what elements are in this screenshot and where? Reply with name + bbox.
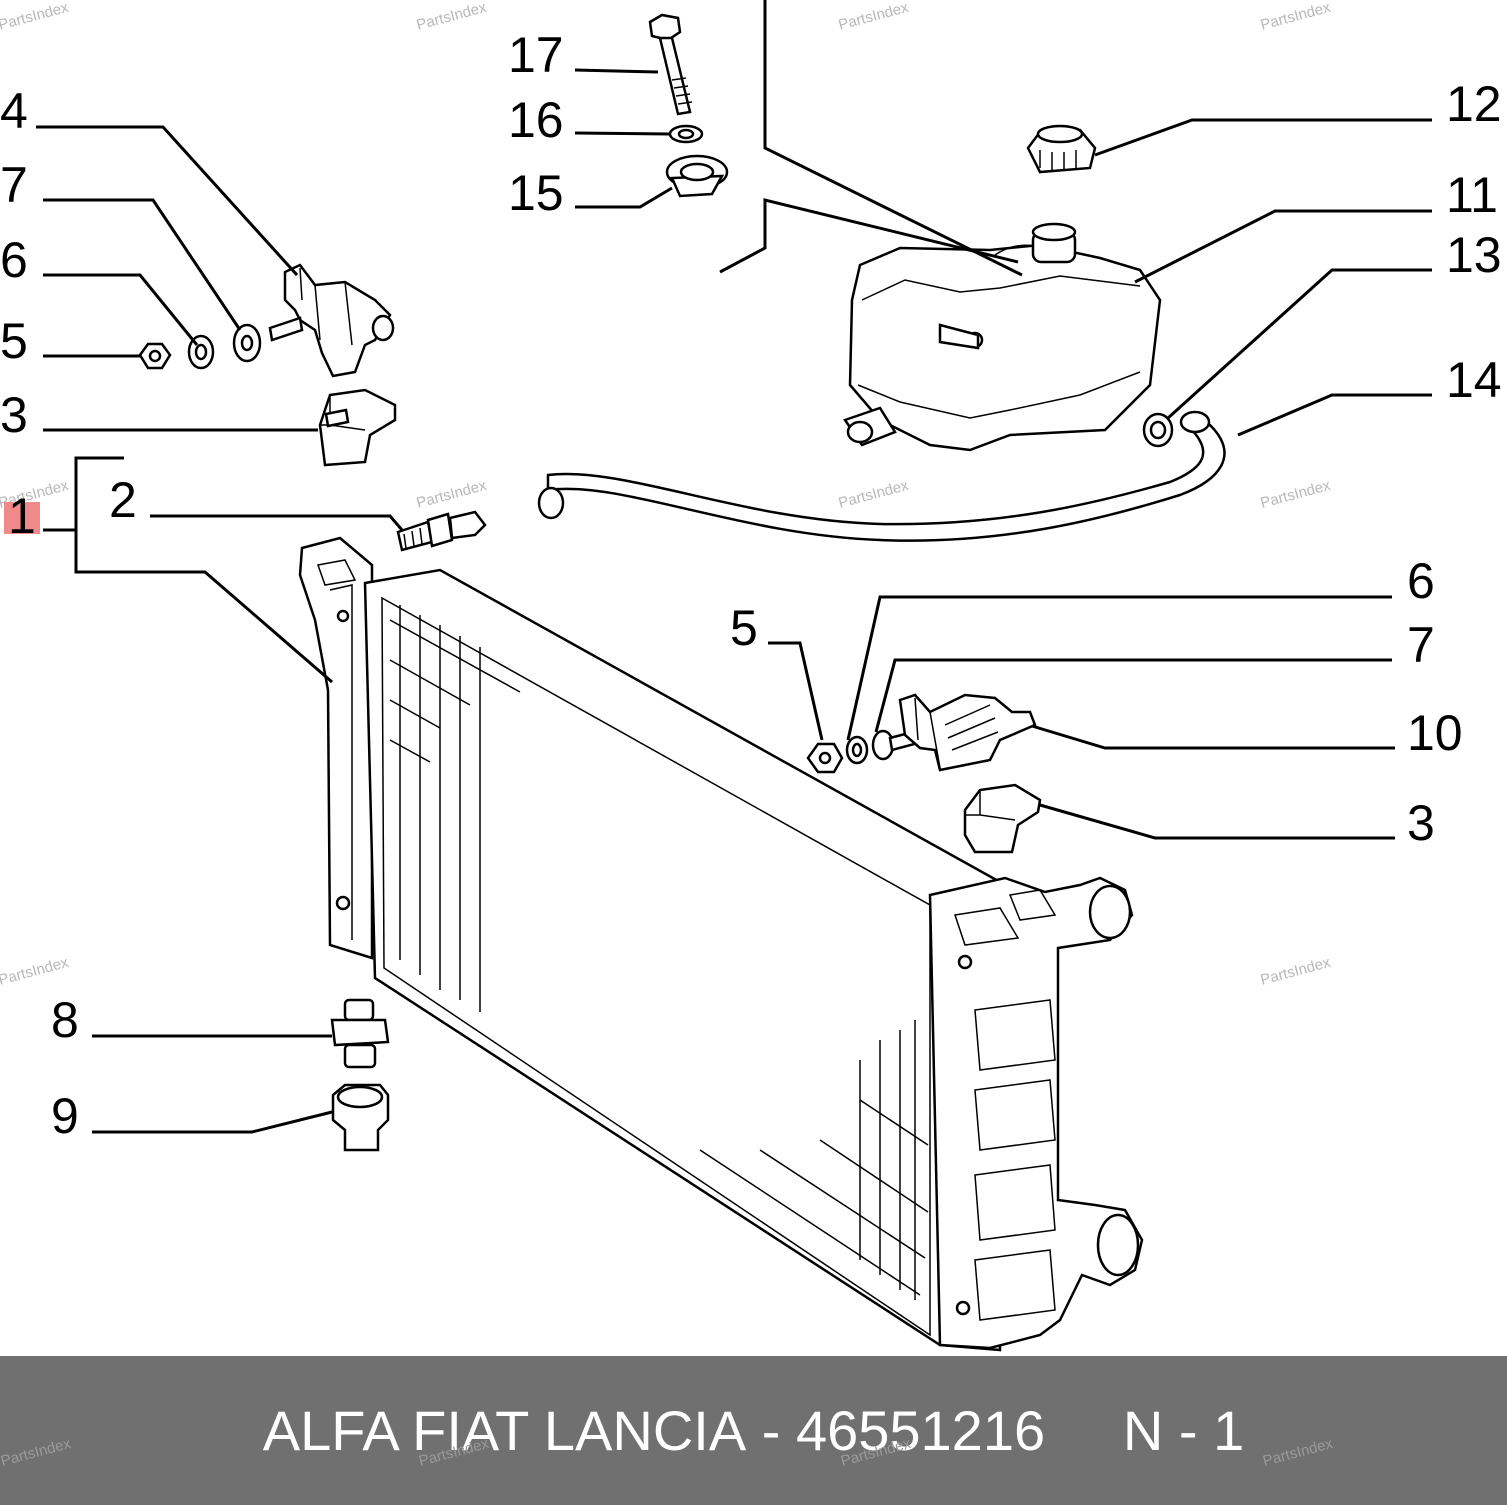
footer-gap [1045,1398,1123,1463]
footer-ref: N - 1 [1122,1399,1245,1462]
watermark: PartsIndex [1259,0,1333,34]
callout-17[interactable]: 17 [508,27,564,83]
callout-5[interactable]: 5 [730,600,758,656]
hose[interactable] [537,410,1226,542]
watermark: PartsIndex [415,477,489,512]
radiator[interactable] [298,536,1144,1352]
leader-lines [36,0,1432,1134]
clip-13[interactable] [1142,412,1174,448]
footer-space [746,1398,762,1463]
washer-16[interactable] [668,124,704,144]
highlight-part-1 [4,502,40,534]
footer-bar: ALFA FIAT LANCIA - 46551216 N - 1 PartsI… [0,1356,1507,1505]
callout-5[interactable]: 5 [0,313,28,369]
callout-10[interactable]: 10 [1407,705,1463,761]
footer-brand: ALFA FIAT LANCIA [262,1399,747,1462]
nut-5-lower[interactable] [806,742,844,774]
callout-3[interactable]: 3 [1407,795,1435,851]
callout-1[interactable]: 1 [8,488,36,544]
vent-screw-2[interactable] [396,510,487,552]
expansion-tank[interactable] [843,222,1162,452]
washer-7-upper[interactable] [232,323,262,363]
callout-3[interactable]: 3 [0,387,28,443]
callout-11[interactable]: 11 [1446,167,1498,223]
callout-7[interactable]: 7 [1407,617,1435,673]
callout-2[interactable]: 2 [109,472,137,528]
nut-5-upper[interactable] [138,342,172,370]
watermark: PartsIndex [1259,477,1333,512]
footer-space [780,1398,796,1463]
callout-14[interactable]: 14 [1446,352,1502,408]
watermark: PartsIndex [415,0,489,34]
callout-9[interactable]: 9 [51,1088,79,1144]
pad-3-upper[interactable] [318,388,397,467]
radiator-fins [389,605,929,1300]
bolt-17[interactable] [648,13,693,116]
callout-16[interactable]: 16 [508,92,564,148]
watermark: PartsIndex [0,954,71,989]
watermark: PartsIndex [837,0,911,34]
callout-4[interactable]: 4 [0,83,28,139]
watermark: PartsIndex [837,477,911,512]
callout-12[interactable]: 12 [1446,76,1502,132]
footer-separator: - [761,1399,781,1462]
callout-15[interactable]: 15 [508,165,564,221]
cap[interactable] [1026,124,1097,174]
callout-7[interactable]: 7 [0,157,28,213]
bush-9[interactable] [331,1083,390,1152]
callout-6[interactable]: 6 [0,232,28,288]
watermark: PartsIndex [0,0,71,34]
callout-6[interactable]: 6 [1407,553,1435,609]
watermark: PartsIndex [1259,954,1333,989]
parts-diagram: PartsIndex PartsIndex PartsIndex PartsIn… [0,0,1502,1352]
pad-3-lower[interactable] [963,783,1042,854]
footer-caption: ALFA FIAT LANCIA - 46551216 N - 1 [0,1356,1507,1505]
plug-8[interactable] [330,998,390,1069]
grommet-15[interactable] [665,154,729,198]
washer-6-lower[interactable] [845,735,869,765]
bracket-4[interactable] [268,263,395,378]
callout-8[interactable]: 8 [51,992,79,1048]
footer-part-number: 46551216 [795,1399,1046,1462]
callout-13[interactable]: 13 [1446,227,1502,283]
callouts: 17 16 15 12 11 13 14 4 7 6 5 3 1 2 6 5 7… [0,27,1502,1144]
bracket-10[interactable] [898,693,1037,772]
